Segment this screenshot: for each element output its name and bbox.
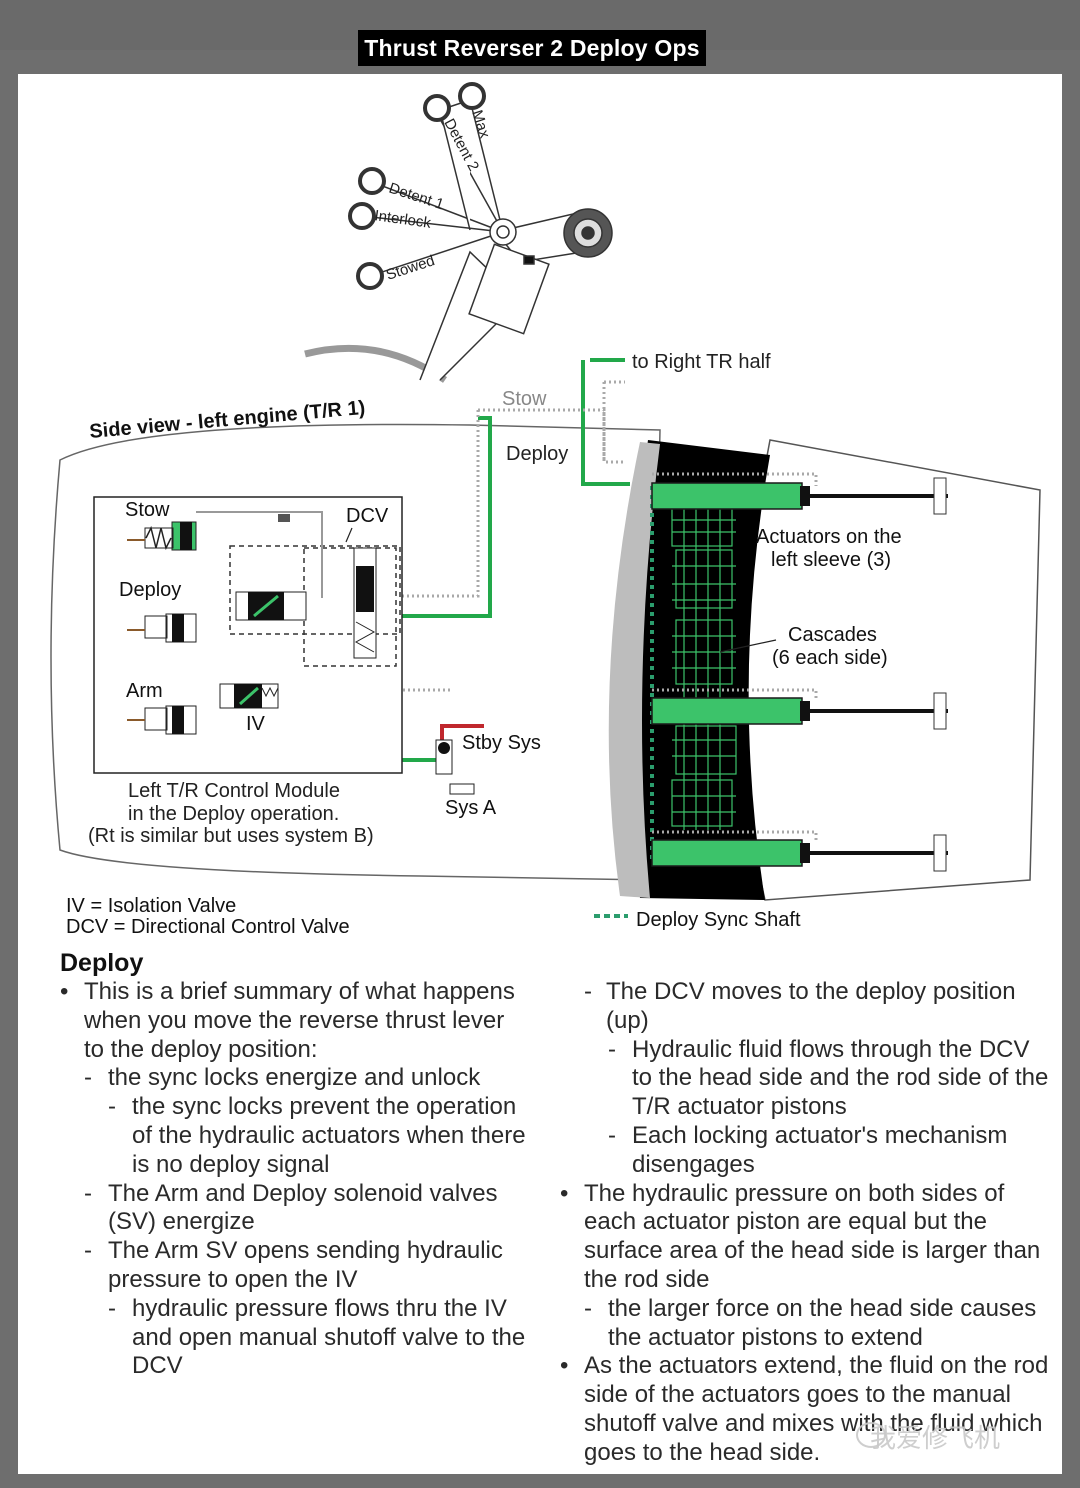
list-item: the sync locks prevent the operation of … xyxy=(60,1093,530,1179)
watermark: 我爱修飞机 xyxy=(870,1423,1001,1453)
sleeve-grey-rim xyxy=(608,442,660,898)
module-stow-label: Stow xyxy=(125,499,170,521)
isolation-valve xyxy=(219,683,279,709)
watermark-icon xyxy=(856,1422,886,1448)
page-title: Thrust Reverser 2 Deploy Ops xyxy=(358,30,706,66)
module-iv-label: IV xyxy=(246,713,266,735)
solenoid-valves xyxy=(127,521,197,735)
dcv-valve xyxy=(235,547,377,659)
actuator-dotted-rod-lines xyxy=(652,472,818,842)
cascades-label-1: Cascades xyxy=(788,624,877,646)
sync-shaft-label: Deploy Sync Shaft xyxy=(636,909,801,931)
actuator-2 xyxy=(651,697,803,725)
list-item: the larger force on the head side causes… xyxy=(560,1295,1050,1353)
actuator-3 xyxy=(651,839,803,867)
sys-a-label: Sys A xyxy=(445,797,497,819)
lever-label-interlock: Interlock xyxy=(373,207,432,232)
lever-label-stowed: Stowed xyxy=(384,252,437,284)
list-item: Hydraulic fluid flows through the DCV to… xyxy=(560,1036,1050,1122)
cascades xyxy=(671,507,737,830)
list-item: hydraulic pressure flows thru the IV and… xyxy=(60,1295,530,1381)
legend-dcv: DCV = Directional Control Valve xyxy=(66,916,350,938)
actuators-label-2: left sleeve (3) xyxy=(771,549,891,571)
dcv-dashed-box xyxy=(229,545,401,635)
lever-label-max: Max xyxy=(468,108,493,141)
deploy-line-label: Deploy xyxy=(506,443,568,465)
actuator-1 xyxy=(651,482,803,510)
left-column: This is a brief summary of what happens … xyxy=(60,978,530,1381)
module-dcv-label: DCV xyxy=(346,505,389,527)
module-caption-1: Left T/R Control Module xyxy=(128,780,340,802)
list-item: The Arm and Deploy solenoid valves (SV) … xyxy=(60,1180,530,1238)
thrust-reverser-diagram: Max Detent 2 Detent 1 Interlock Stowed S… xyxy=(50,82,1041,938)
supply-selector xyxy=(435,724,484,795)
list-item: Each locking actuator's mechanism diseng… xyxy=(560,1122,1050,1180)
module-deploy-label: Deploy xyxy=(119,579,181,601)
cascades-label-2: (6 each side) xyxy=(772,647,888,669)
list-item: The hydraulic pressure on both sides of … xyxy=(560,1180,1050,1295)
list-item: The Arm SV opens sending hydraulic press… xyxy=(60,1237,530,1295)
module-arm-label: Arm xyxy=(126,680,163,702)
to-right-tr-label: to Right TR half xyxy=(632,351,771,373)
section-heading: Deploy xyxy=(60,949,144,977)
deploy-description: Deploy This is a brief summary of what h… xyxy=(0,940,1080,1480)
list-item: The DCV moves to the deploy position (up… xyxy=(560,978,1050,1036)
lever-detent-knobs xyxy=(348,82,486,290)
module-caption-3: (Rt is similar but uses system B) xyxy=(88,825,374,847)
actuators-label-1: Actuators on the xyxy=(756,526,902,548)
legend-iv: IV = Isolation Valve xyxy=(66,895,236,917)
list-item: This is a brief summary of what happens … xyxy=(60,978,530,1064)
list-item: As the actuators extend, the fluid on th… xyxy=(560,1352,1050,1467)
stby-sys-label: Stby Sys xyxy=(462,732,541,754)
list-item: the sync locks energize and unlock xyxy=(60,1064,530,1093)
sleeve-black-band xyxy=(626,440,770,900)
actuators xyxy=(651,477,948,872)
stow-line-label: Stow xyxy=(502,388,547,410)
module-caption-2: in the Deploy operation. xyxy=(128,803,339,825)
lever-label-detent-1: Detent 1 xyxy=(387,180,446,214)
right-column: The DCV moves to the deploy position (up… xyxy=(560,978,1050,1468)
